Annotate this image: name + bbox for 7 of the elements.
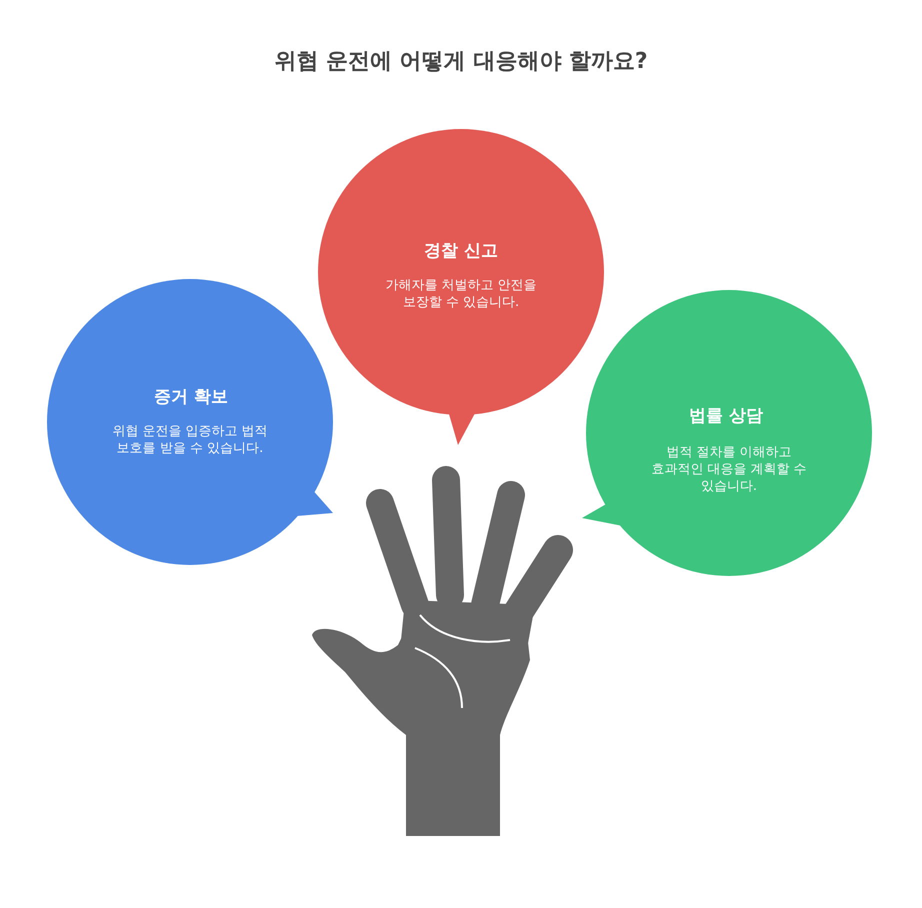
bubble-heading: 법률 상담 — [688, 405, 764, 427]
bubble-text: 법적 절차를 이해하고 효과적인 대응을 계획할 수 있습니다. — [650, 444, 808, 495]
diagram-title: 위협 운전에 어떻게 대응해야 할까요? — [273, 48, 649, 76]
bubble-heading: 증거 확보 — [153, 386, 229, 408]
bubble-heading: 경찰 신고 — [423, 240, 499, 262]
bubble-text: 가해자를 처벌하고 안전을 보장할 수 있습니다. — [384, 277, 538, 311]
bubble-text: 위협 운전을 입증하고 법적 보호를 받을 수 있습니다. — [111, 423, 269, 457]
